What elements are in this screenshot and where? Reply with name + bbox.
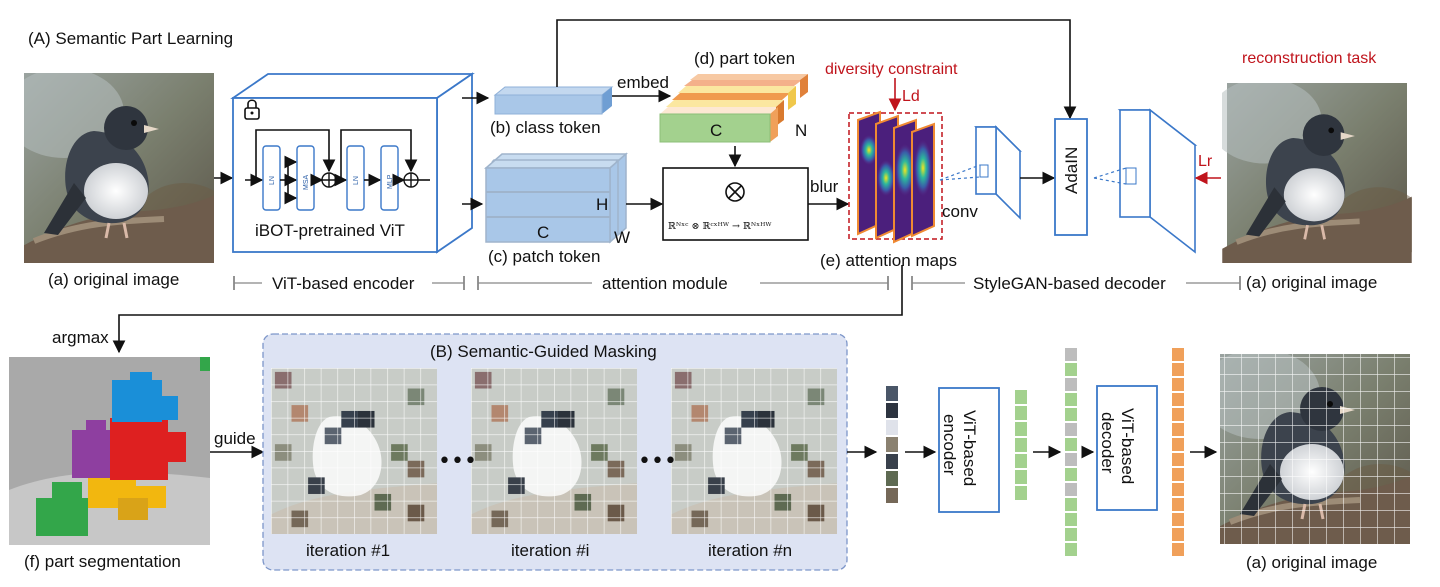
otimes-icon bbox=[725, 182, 745, 202]
input-image-label: (a) original image bbox=[48, 270, 179, 289]
part-token-c: C bbox=[710, 121, 722, 140]
reconstructed-grid-image bbox=[1220, 354, 1410, 544]
patch-token-w: W bbox=[614, 228, 630, 247]
adain-block bbox=[1054, 118, 1088, 236]
masked-image-1 bbox=[271, 368, 437, 534]
decoded-token-column bbox=[1172, 348, 1184, 556]
stylegan-decoder bbox=[1093, 108, 1198, 254]
input-image bbox=[4, 68, 234, 268]
part-token-n: N bbox=[795, 121, 807, 140]
mae-decoder-line1: ViT-based bbox=[1118, 408, 1137, 484]
part-segmentation-label: (f) part segmentation bbox=[24, 552, 181, 571]
part-segmentation bbox=[9, 357, 210, 545]
attention-formula: ℝᴺˣᶜ ⊗ ℝᶜˣᴴᵂ → ℝᴺˣᴴᵂ bbox=[668, 221, 772, 232]
lock-icon bbox=[244, 99, 260, 120]
patch-token-c: C bbox=[537, 223, 549, 242]
attention-maps bbox=[857, 110, 935, 244]
visible-patch-column bbox=[886, 386, 898, 503]
mlp-label: MLP bbox=[387, 174, 394, 189]
mae-decoder-block bbox=[1096, 385, 1158, 511]
mae-encoder-line1: ViT-based bbox=[960, 410, 979, 486]
reconstructed-image-label: (a) original image bbox=[1246, 273, 1377, 292]
iteration-i-label: iteration #i bbox=[511, 541, 589, 560]
patch-token-h: H bbox=[596, 195, 608, 214]
ellipsis-2: ••• bbox=[638, 449, 677, 474]
iteration-1-label: iteration #1 bbox=[306, 541, 390, 560]
mae-encoder-block bbox=[938, 387, 1000, 513]
mae-encoder-line2: encoder bbox=[940, 414, 959, 476]
msa-label: MSA bbox=[303, 175, 310, 191]
lr-label: Lr bbox=[1198, 153, 1213, 170]
section-a-title: (A) Semantic Part Learning bbox=[28, 29, 233, 48]
encoder-name: iBOT-pretrained ViT bbox=[255, 221, 405, 240]
final-image-label: (a) original image bbox=[1246, 553, 1377, 572]
part-token-label: (d) part token bbox=[694, 49, 795, 68]
embed-label: embed bbox=[617, 73, 669, 92]
add-circle-icon bbox=[321, 172, 337, 188]
mae-decoder-line2: decoder bbox=[1098, 412, 1117, 474]
section-b-title: (B) Semantic-Guided Masking bbox=[430, 342, 657, 361]
part-token bbox=[659, 74, 808, 143]
masked-image-n bbox=[671, 368, 837, 534]
reconstructed-image bbox=[1208, 78, 1426, 267]
patch-token-label: (c) patch token bbox=[488, 247, 600, 266]
reconstruction-task-label: reconstruction task bbox=[1242, 50, 1377, 67]
masked-image-i bbox=[471, 368, 637, 534]
full-token-column bbox=[1065, 348, 1077, 556]
class-token-label: (b) class token bbox=[490, 118, 601, 137]
attention-multiply-box bbox=[662, 167, 809, 241]
ln-label-1: LN bbox=[269, 176, 276, 185]
class-token bbox=[493, 86, 614, 115]
attention-module-label: attention module bbox=[602, 274, 728, 293]
guide-label: guide bbox=[214, 429, 256, 448]
patch-token bbox=[484, 152, 628, 244]
ellipsis-1: ••• bbox=[438, 449, 477, 474]
conv-block bbox=[939, 125, 1022, 220]
vit-encoder-module-label: ViT-based encoder bbox=[272, 274, 415, 293]
adain-label: AdaIN bbox=[1062, 147, 1081, 194]
ld-label: Ld bbox=[902, 88, 920, 105]
blur-label: blur bbox=[810, 177, 839, 196]
conv-label: conv bbox=[942, 202, 978, 221]
encoded-token-column bbox=[1015, 390, 1027, 500]
attention-maps-label: (e) attention maps bbox=[820, 251, 957, 270]
decoder-module-label: StyleGAN-based decoder bbox=[973, 274, 1166, 293]
iteration-n-label: iteration #n bbox=[708, 541, 792, 560]
argmax-label: argmax bbox=[52, 328, 109, 347]
vit-encoder-block: LN MSA LN MLP iBOT-pretrained ViT bbox=[230, 72, 475, 254]
diversity-constraint-label: diversity constraint bbox=[825, 61, 958, 78]
ln-label-2: LN bbox=[353, 176, 360, 185]
